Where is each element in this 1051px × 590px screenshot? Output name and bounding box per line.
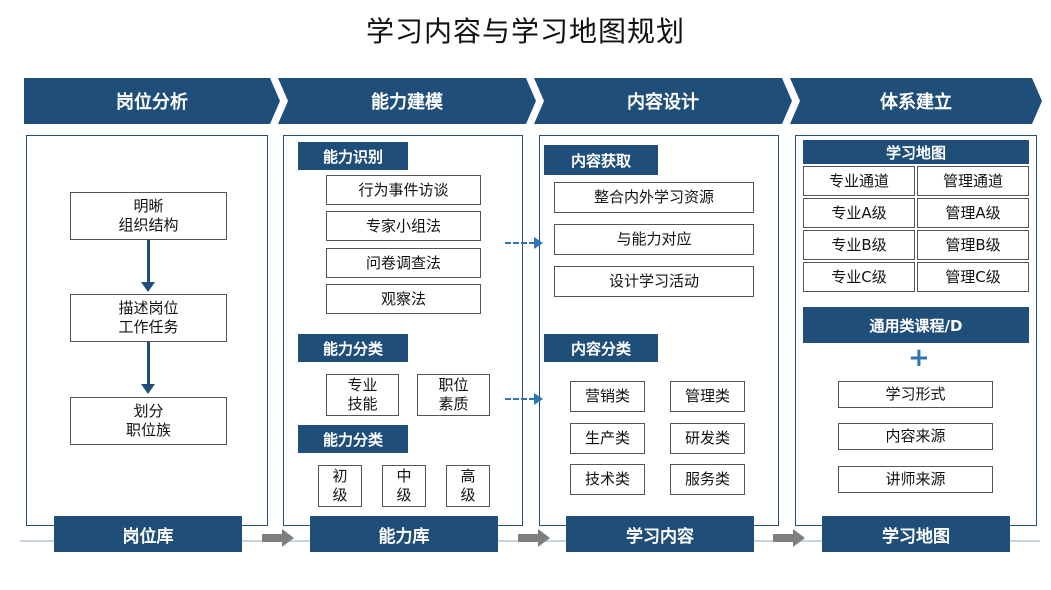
header-competency-identification: 能力识别 [298,142,408,170]
step-divide-job-family: 划分 职位族 [70,397,227,445]
step-describe-tasks: 描述岗位 工作任务 [70,294,227,342]
page-title: 学习内容与学习地图规划 [365,15,685,48]
level-senior-line2: 级 [460,486,476,504]
stage-competency-modeling: 能力建模 [278,78,536,124]
level-junior-line1: 初 [332,467,348,486]
method-item: 观察法 [326,284,481,314]
output-learning-map: 学习地图 [822,516,1010,552]
type-professional-skill-line1: 专业 [347,376,378,395]
header-general-courses: 通用类课程/D [803,307,1029,343]
grey-arrow-right-icon [773,529,805,547]
header-competency-classification: 能力分类 [298,334,408,362]
stage-content-design: 内容设计 [534,78,792,124]
map-cell: 管理通道 [917,166,1029,196]
stage-job-analysis: 岗位分析 [24,78,280,124]
extra-item: 学习形式 [838,381,993,408]
method-item: 专家小组法 [326,211,481,241]
grey-arrow-right-icon [518,529,550,547]
acquire-item: 设计学习活动 [554,266,754,297]
map-cell: 专业A级 [803,198,915,228]
step-describe-tasks-line2: 工作任务 [118,318,179,336]
output-job-library: 岗位库 [54,516,242,552]
method-item: 行为事件访谈 [326,175,481,205]
arrow-right-icon [534,237,543,249]
step-describe-tasks-line1: 描述岗位 [118,299,179,318]
output-learning-content: 学习内容 [566,516,754,552]
map-cell: 管理B级 [917,230,1029,260]
step-clarify-structure-line2: 组织结构 [118,216,179,234]
level-senior: 高 级 [446,465,490,507]
content-category: 技术类 [570,464,645,495]
content-category: 研发类 [670,423,745,454]
method-item: 问卷调查法 [326,248,481,278]
arrow-right-icon [534,393,543,405]
output-competency-library: 能力库 [310,516,498,552]
acquire-item: 整合内外学习资源 [554,182,754,213]
extra-item: 讲师来源 [838,466,993,493]
type-job-quality-line2: 素质 [438,395,469,413]
flow-line-2 [147,342,150,386]
step-clarify-structure-line1: 明晰 [133,197,164,216]
type-professional-skill: 专业 技能 [326,374,399,416]
level-junior-line2: 级 [332,486,348,504]
flow-line-1 [147,240,150,284]
type-job-quality: 职位 素质 [417,374,490,416]
header-content-classification: 内容分类 [544,334,658,362]
map-cell: 专业B级 [803,230,915,260]
map-cell: 专业C级 [803,262,915,292]
grey-arrow-right-icon [262,529,294,547]
level-middle-line2: 级 [396,486,412,504]
step-clarify-structure: 明晰 组织结构 [70,192,227,240]
header-learning-map: 学习地图 [803,140,1029,164]
header-content-acquisition: 内容获取 [544,145,658,175]
map-cell: 管理C级 [917,262,1029,292]
map-cell: 管理A级 [917,198,1029,228]
header-competency-level: 能力分类 [298,425,408,453]
level-middle: 中 级 [382,465,426,507]
level-senior-line1: 高 [460,467,476,486]
extra-item: 内容来源 [838,423,993,450]
content-category: 管理类 [670,381,745,412]
flow-arrow-down-icon [141,384,155,394]
type-job-quality-line1: 职位 [438,376,469,395]
dashed-connector-2 [505,398,535,400]
type-professional-skill-line2: 技能 [347,395,378,413]
acquire-item: 与能力对应 [554,224,754,255]
level-middle-line1: 中 [396,467,412,486]
step-divide-job-family-line1: 划分 [133,402,164,421]
content-category: 服务类 [670,464,745,495]
content-category: 生产类 [570,423,645,454]
level-junior: 初 级 [318,465,362,507]
flow-arrow-down-icon [141,282,155,292]
content-category: 营销类 [570,381,645,412]
dashed-connector-1 [505,242,535,244]
stage-system-build: 体系建立 [790,78,1042,124]
step-divide-job-family-line2: 职位族 [125,421,171,439]
map-cell: 专业通道 [803,166,915,196]
plus-icon: + [908,343,930,373]
